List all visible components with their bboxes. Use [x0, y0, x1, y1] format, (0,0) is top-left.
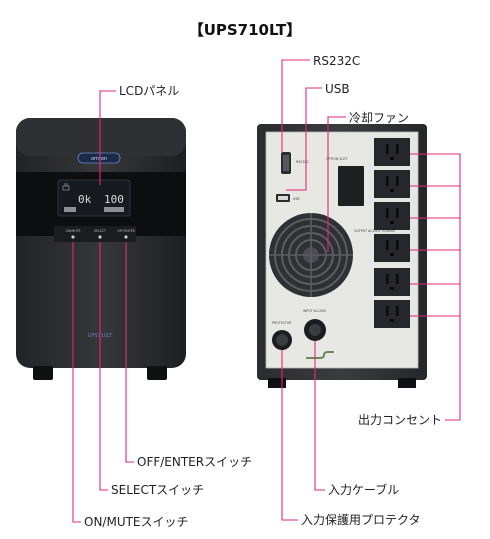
- cooling-fan: [269, 213, 353, 297]
- off-enter-button[interactable]: [124, 235, 128, 239]
- ground-wire: [306, 351, 334, 359]
- front-foot-left: [33, 366, 53, 380]
- label-cooling-fan: 冷却ファン: [349, 111, 409, 125]
- leader-input-cable: [314, 341, 325, 491]
- outlet: [374, 234, 410, 262]
- label-off-enter-switch: OFF/ENTERスイッチ: [137, 455, 252, 469]
- input-tag: INPUT AC100V: [303, 309, 327, 313]
- outlet: [374, 202, 410, 230]
- label-input-protector: 入力保護用プロテクタ: [301, 512, 421, 527]
- front-btn-label-select: SELECT: [94, 229, 106, 233]
- leader-on-mute: [72, 242, 81, 523]
- select-button[interactable]: [98, 235, 102, 239]
- outlet-column: [374, 138, 410, 328]
- label-input-cable: 入力ケーブル: [328, 482, 399, 497]
- output-tag: OUTPUT AC100V 50/60Hz: [354, 229, 395, 233]
- front-foot-right: [147, 366, 167, 380]
- lcd-main-readout: 0k: [78, 193, 92, 206]
- brand-badge: [77, 152, 121, 164]
- label-output-outlet: 出力コンセント: [358, 413, 442, 427]
- lcd-value-readout: 100: [104, 193, 124, 206]
- leader-protector: [281, 350, 298, 521]
- lcd-plug-icon: [62, 183, 70, 191]
- protector-tag: PROTECTOR: [272, 321, 292, 325]
- option-slot-tag: OPTION SLOT: [326, 157, 347, 161]
- on-mute-button[interactable]: [71, 235, 75, 239]
- label-rs232c: RS232C: [313, 54, 360, 68]
- back-foot-left: [268, 378, 286, 388]
- outlet: [374, 170, 410, 198]
- lcd-battery-bar: [64, 207, 76, 212]
- lcd-load-bar: [104, 207, 124, 212]
- back-foot-right: [398, 378, 416, 388]
- label-select-switch: SELECTスイッチ: [111, 483, 204, 497]
- ups-back-unit: RS232C USB OPTION SLOT OUTPUT AC100V 50/…: [257, 124, 427, 388]
- front-btn-label-off-enter: OFF/ENTER: [117, 229, 136, 233]
- leader-rs232c: [281, 59, 310, 152]
- label-lcd-panel: LCDパネル: [119, 84, 179, 98]
- label-on-mute-switch: ON/MUTEスイッチ: [84, 515, 189, 529]
- rs232c-tag: RS232C: [296, 160, 309, 164]
- brand-label: omron: [91, 156, 107, 162]
- leader-off-enter: [125, 242, 134, 463]
- ups-front-unit: omron 0k 100 ON/MUTE SELECT OFF/ENTER UP…: [16, 118, 186, 380]
- leader-lcd: [99, 90, 116, 185]
- leader-select: [99, 242, 108, 491]
- outlet: [374, 138, 410, 166]
- outlet: [374, 268, 410, 296]
- label-usb: USB: [325, 82, 350, 96]
- front-btn-label-on-mute: ON/MUTE: [65, 229, 80, 233]
- leader-lines: [72, 59, 461, 523]
- leader-usb: [286, 87, 322, 191]
- usb-tag: USB: [293, 197, 300, 201]
- option-slot: [338, 166, 364, 206]
- page-title: 【UPS710LT】: [189, 21, 302, 39]
- leader-fan: [327, 116, 346, 252]
- leader-outlet: [410, 153, 461, 421]
- outlet: [374, 300, 410, 328]
